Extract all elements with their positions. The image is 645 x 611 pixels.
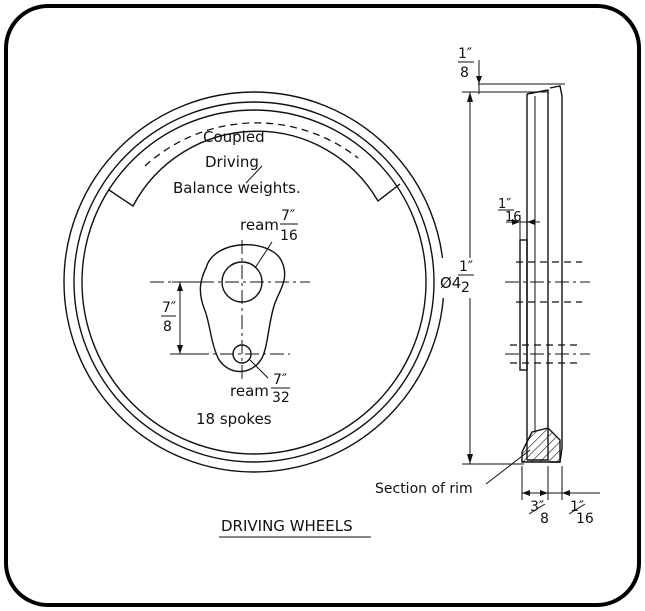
rim-width-den: 8	[540, 511, 549, 527]
label-driving: Driving	[205, 153, 259, 171]
wheel-inner-rim	[81, 109, 427, 455]
dia-arrow-bottom	[467, 454, 473, 464]
rim-width-fraction-bar	[528, 503, 546, 515]
dia-label-gap	[440, 258, 482, 298]
hub-dim-num: 1″	[498, 197, 511, 212]
crank-dim-num: 7″	[162, 300, 176, 316]
label-ream-bottom: ream	[230, 382, 269, 400]
balance-leader	[245, 165, 263, 184]
label-ream-top: ream	[240, 216, 279, 234]
hub-profile	[519, 239, 528, 371]
axle-hole	[221, 261, 263, 303]
ream-bottom-den: 32	[272, 390, 290, 406]
hub-dim-den: 16	[505, 210, 522, 225]
hub-dim-arrow-left	[512, 219, 520, 225]
front-view: Coupled Driving Balance weights. ream 7″…	[63, 91, 445, 473]
label-balance-weights: Balance weights.	[173, 179, 301, 197]
top-dim-arrow	[476, 76, 482, 84]
dia-den: 2	[461, 280, 470, 296]
rim-width-arrow-right	[540, 490, 548, 496]
flange-arrow	[562, 490, 570, 496]
flange-fraction-bar	[568, 503, 586, 515]
ream-top-den: 16	[280, 228, 298, 244]
rim-section	[521, 427, 561, 463]
ream-top-leader	[254, 241, 273, 269]
hub-dim-arrow-right	[527, 219, 535, 225]
wheel-tyre-edge	[73, 101, 435, 463]
rim-width-arrow-left	[522, 490, 530, 496]
side-view: Ø4 1″ 2 1″ 8 1″ 16 Section of rim 3″	[375, 46, 600, 527]
drawing-title: DRIVING WHEELS	[221, 517, 353, 535]
ream-top-num: 7″	[281, 208, 295, 224]
label-section-of-rim: Section of rim	[375, 481, 473, 497]
dia-prefix: Ø4	[440, 274, 461, 292]
balance-weight-outline	[108, 130, 401, 208]
crank-dim-arrow-top	[177, 282, 183, 291]
frame-border	[4, 4, 641, 607]
crank-pin-hole	[232, 344, 252, 364]
ream-bottom-num: 7″	[273, 372, 287, 388]
top-dim-num: 1″	[458, 46, 472, 62]
crank-dim-den: 8	[163, 319, 172, 335]
label-spokes: 18 spokes	[196, 410, 272, 428]
flange-den: 16	[576, 511, 594, 527]
label-coupled: Coupled	[203, 128, 265, 146]
section-leader	[485, 449, 531, 485]
top-dim-den: 8	[460, 65, 469, 81]
ream-bottom-leader	[249, 359, 269, 379]
crank-dim-arrow-bottom	[177, 345, 183, 354]
dia-arrow-top	[467, 92, 473, 102]
dia-num: 1″	[459, 259, 473, 275]
crank-boss	[199, 244, 286, 373]
